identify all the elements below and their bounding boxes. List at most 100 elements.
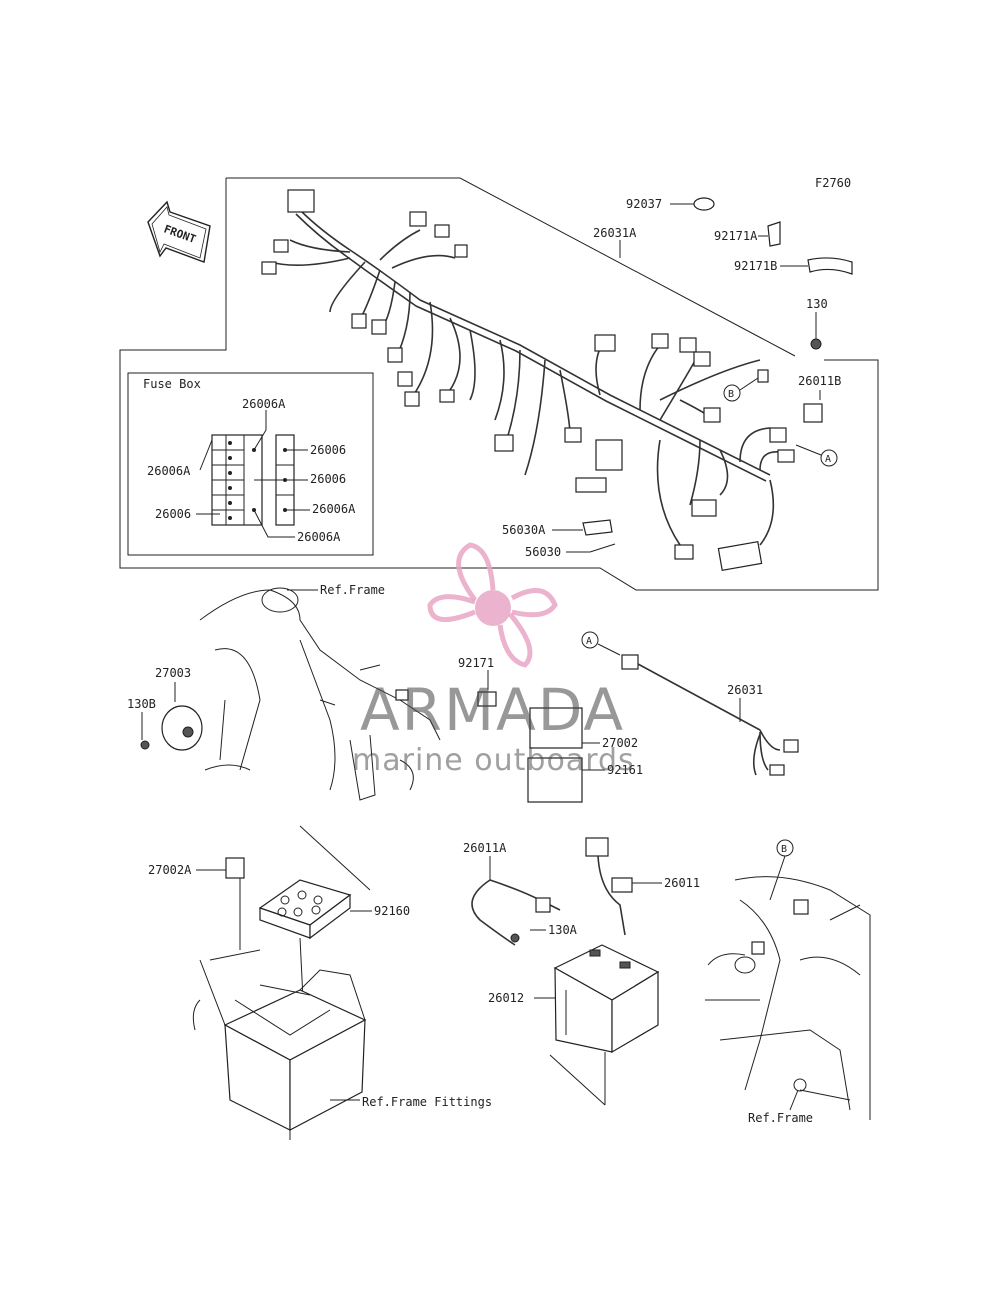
- figure-code: F2760: [815, 176, 851, 190]
- front-arrow-icon: FRONT: [147, 200, 211, 263]
- connector-icon: [703, 407, 721, 423]
- part-label-56030A: 56030A: [502, 523, 546, 537]
- part-label-56030: 56030: [525, 545, 561, 559]
- connector-icon: [409, 211, 427, 227]
- connector-icon: [777, 449, 795, 463]
- battery-icon: [553, 944, 660, 1054]
- fuse-label: 26006A: [242, 397, 286, 411]
- clamp-icon: [477, 691, 497, 707]
- ecu-housing-icon: [527, 757, 583, 803]
- fuse-box-title: Fuse Box: [143, 377, 201, 391]
- part-label-27002A: 27002A: [148, 863, 192, 877]
- part-label-26011: 26011: [664, 876, 700, 890]
- part-label-27002: 27002: [602, 736, 638, 750]
- bolt-icon: [140, 740, 150, 750]
- part-label-130: 130: [806, 297, 828, 311]
- clamp-icon: [767, 221, 781, 247]
- relay-icon: [225, 857, 245, 879]
- svg-text:B: B: [781, 844, 787, 855]
- connector-icon: [651, 333, 669, 349]
- part-label-92161: 92161: [607, 763, 643, 777]
- watermark-title: ARMADA: [360, 676, 625, 744]
- ref-frame-label: Ref.Frame: [320, 583, 385, 597]
- rear-frame-icon: [705, 876, 871, 1120]
- fuse-label: 26006A: [147, 464, 191, 478]
- fuse-box-inset: Fuse Box 26006A 26006 26006A 26006 26006…: [127, 372, 374, 556]
- ref-frame-label-2: Ref.Frame: [748, 1111, 813, 1125]
- part-label-26012: 26012: [488, 991, 524, 1005]
- ecu-icon: [529, 707, 583, 749]
- main-connector-icon: [287, 189, 315, 213]
- connector-icon: [693, 351, 711, 367]
- horn-icon: [161, 705, 203, 751]
- watermark-subtitle: marine outboards: [352, 743, 635, 778]
- connector-icon: [674, 544, 694, 560]
- fuse-label: 26006A: [312, 502, 356, 516]
- svg-text:A: A: [825, 454, 831, 465]
- label-sticker-icon: [582, 519, 613, 536]
- part-label-92171: 92171: [458, 656, 494, 670]
- connector-icon: [594, 334, 616, 352]
- connector-icon: [769, 427, 787, 443]
- part-label-92037: 92037: [626, 197, 662, 211]
- connector-icon: [351, 313, 367, 329]
- part-label-92171B: 92171B: [734, 259, 777, 273]
- terminal-icon: [535, 897, 551, 913]
- part-label-130B: 130B: [127, 697, 156, 711]
- part-label-26011B: 26011B: [798, 374, 841, 388]
- connector-icon: [564, 427, 582, 443]
- connector-icon: [439, 389, 455, 403]
- ref-frame-fittings-label: Ref.Frame Fittings: [362, 1095, 492, 1109]
- part-label-92171A: 92171A: [714, 229, 758, 243]
- part-label-130A: 130A: [548, 923, 578, 937]
- fuse-label: 26006: [310, 472, 346, 486]
- connector-icon: [494, 434, 514, 452]
- connector-icon: [621, 654, 639, 670]
- part-label-26011A: 26011A: [463, 841, 507, 855]
- band-clamp-icon: [807, 257, 853, 275]
- connector-icon: [261, 261, 277, 275]
- fuse-box-icon: [595, 439, 623, 471]
- propeller-icon: [427, 542, 558, 668]
- callout-a: A: [795, 444, 838, 467]
- part-label-26031: 26031: [727, 683, 763, 697]
- bolt-icon: [510, 933, 520, 943]
- svg-text:A: A: [586, 636, 592, 647]
- fuse-label: 26006: [310, 443, 346, 457]
- battery-pad-icon: [258, 879, 352, 940]
- connector-icon: [434, 224, 450, 238]
- connector-icon: [273, 239, 289, 253]
- connector-icon: [387, 347, 403, 363]
- ecu-connector-icon: [717, 540, 763, 572]
- harness-boundary: [119, 177, 879, 591]
- bolt-icon: [810, 338, 822, 350]
- connector-icon: [611, 877, 633, 893]
- connector-icon: [691, 499, 717, 517]
- relay-icon: [585, 837, 609, 857]
- part-label-27003: 27003: [155, 666, 191, 680]
- relay-icon: [575, 477, 607, 493]
- terminal-icon: [757, 369, 769, 383]
- fuse-label: 26006: [155, 507, 191, 521]
- connector-icon: [783, 739, 799, 753]
- svg-text:B: B: [728, 389, 734, 400]
- callout-b-lower: B: [769, 839, 794, 901]
- connector-icon: [397, 371, 413, 387]
- callout-b: B: [723, 377, 759, 402]
- connector-icon: [769, 764, 785, 776]
- connector-icon: [371, 319, 387, 335]
- fuse-label: 26006A: [297, 530, 341, 544]
- watermark-logo: ARMADA marine outboards: [352, 542, 635, 778]
- relay-connector-icon: [803, 403, 823, 423]
- part-label-26031A: 26031A: [593, 226, 637, 240]
- connector-icon: [454, 244, 468, 258]
- connector-icon: [404, 391, 420, 407]
- clamp-icon: [693, 197, 715, 211]
- callout-a-lower: A: [581, 631, 621, 656]
- part-label-92160: 92160: [374, 904, 410, 918]
- battery-case-icon: [192, 949, 367, 1140]
- main-wiring-harness: [261, 189, 795, 572]
- frame-icon: [199, 587, 441, 801]
- connector-icon: [679, 337, 697, 353]
